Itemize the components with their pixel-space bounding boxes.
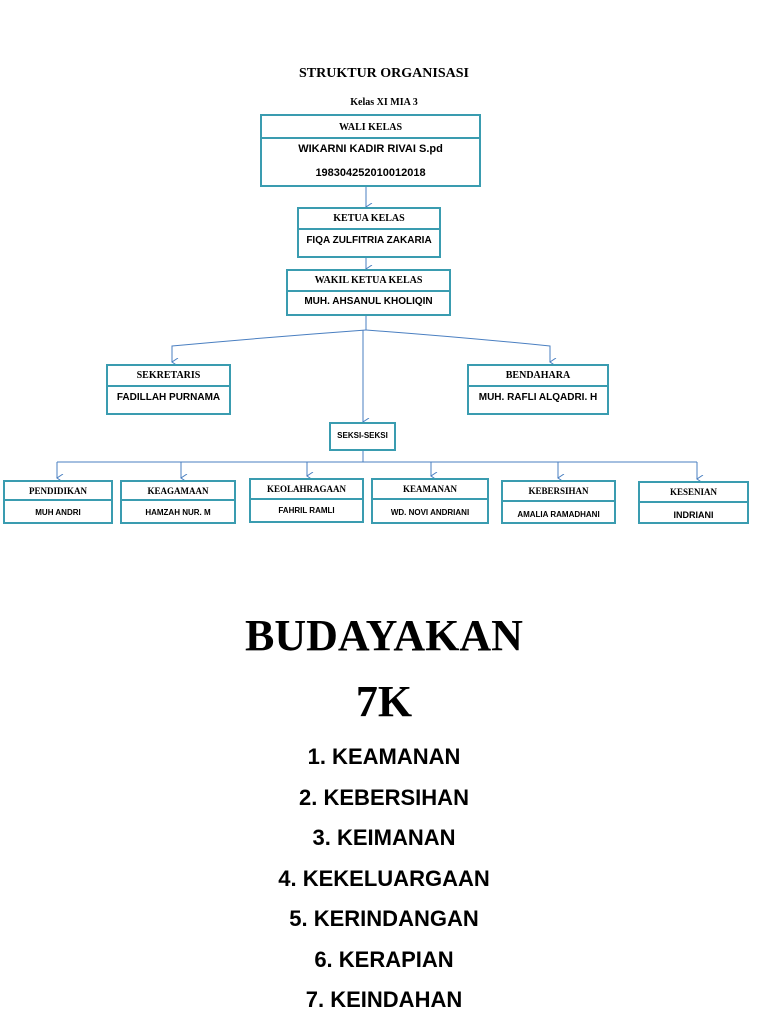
seksi-name: FAHRIL RAMLI [278,506,335,515]
seksi-name: AMALIA RAMADHANI [517,510,600,519]
seksi-name: MUH ANDRI [35,508,81,517]
list-item: 3. KEIMANAN [312,825,456,850]
list-item: 6. KERAPIAN [314,947,454,972]
heading-budayakan: BUDAYAKAN [245,611,523,660]
ketua-kelas-box: KETUA KELAS FIQA ZULFITRIA ZAKARIA [297,207,441,258]
connector-bendahara [365,329,550,362]
seksi-kesenian-box: KESENIAN INDRIANI [638,481,749,524]
seksi-keagamaan-box: KEAGAMAAN HAMZAH NUR. M [120,480,236,524]
page-title: STRUKTUR ORGANISASI [299,66,469,81]
list-item: 7. KEINDAHAN [305,987,463,1012]
seksi-role: PENDIDIKAN [28,486,87,496]
connector-sekretaris [172,329,367,362]
wali-kelas-name: WIKARNI KADIR RIVAI S.pd [298,143,443,155]
seksi-kebersihan-box: KEBERSIHAN AMALIA RAMADHANI [501,480,616,524]
wakil-ketua-box: WAKIL KETUA KELAS MUH. AHSANUL KHOLIQIN [286,269,451,316]
seksi-role: KEAMANAN [403,484,457,494]
list-item: 5. KERINDANGAN [289,906,479,931]
sekretaris-role: SEKRETARIS [136,370,201,381]
seksi-name: HAMZAH NUR. M [145,508,211,517]
seksi-name: INDRIANI [673,510,714,520]
wakil-ketua-role: WAKIL KETUA KELAS [314,275,423,286]
wali-kelas-nip: 198304252010012018 [315,167,426,179]
bendahara-role: BENDAHARA [505,370,571,381]
seksi-role: KEAGAMAAN [147,486,209,496]
list-item: 2. KEBERSIHAN [299,785,469,810]
page-subtitle: Kelas XI MIA 3 [350,97,418,108]
org-chart-connectors [0,187,768,540]
seksi-keolahragaan-box: KEOLAHRAGAAN FAHRIL RAMLI [249,478,364,523]
list-item: 1. KEAMANAN [307,744,461,769]
ketua-kelas-name: FIQA ZULFITRIA ZAKARIA [306,235,432,246]
wali-kelas-box: WALI KELAS WIKARNI KADIR RIVAI S.pd 1983… [260,114,481,187]
seksi-pendidikan-box: PENDIDIKAN MUH ANDRI [3,480,113,524]
seksi-seksi-label: SEKSI-SEKSI [337,431,388,440]
seksi-role: KESENIAN [669,487,717,497]
bendahara-box: BENDAHARA MUH. RAFLI ALQADRI. H [467,364,609,415]
seksi-keamanan-box: KEAMANAN WD. NOVI ANDRIANI [371,478,489,524]
seksi-role: KEOLAHRAGAAN [266,484,346,494]
heading-7k: 7K [355,677,413,726]
seksi-seksi-box: SEKSI-SEKSI [329,422,396,451]
list-item: 4. KEKELUARGAAN [278,866,490,891]
seksi-role: KEBERSIHAN [528,486,589,496]
seksi-name: WD. NOVI ANDRIANI [390,508,470,517]
wali-kelas-role: WALI KELAS [338,122,403,133]
bendahara-name: MUH. RAFLI ALQADRI. H [478,392,598,403]
sekretaris-name: FADILLAH PURNAMA [116,392,221,403]
ketua-kelas-role: KETUA KELAS [333,213,405,224]
wakil-ketua-name: MUH. AHSANUL KHOLIQIN [304,296,433,307]
sekretaris-box: SEKRETARIS FADILLAH PURNAMA [106,364,231,415]
